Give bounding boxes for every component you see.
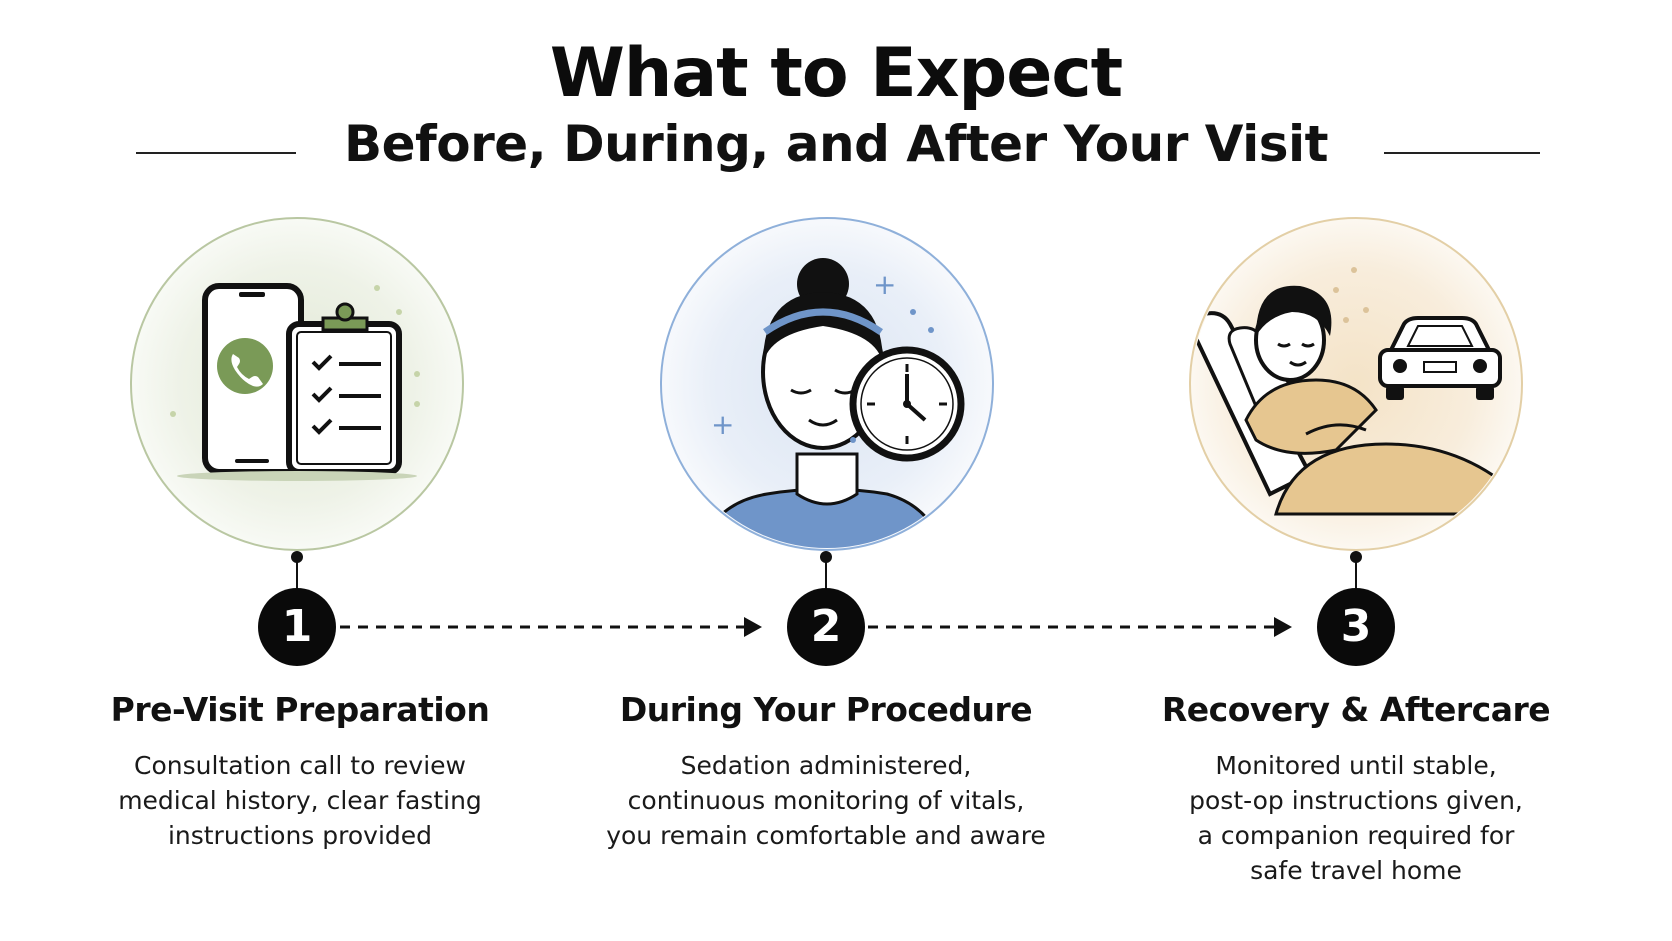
step-3-description-line: post-op instructions given,: [1189, 786, 1523, 815]
step-1-description-line: medical history, clear fasting: [118, 786, 482, 815]
step-3-illustration: [1186, 214, 1526, 564]
step-2-badge: 2: [787, 588, 865, 666]
step-3-description-line: Monitored until stable,: [1215, 751, 1497, 780]
step-2-title: During Your Procedure: [619, 690, 1033, 729]
divider-right: [1384, 152, 1540, 154]
step-2-description-line: continuous monitoring of vitals,: [627, 786, 1025, 815]
clock-icon: [849, 346, 965, 462]
step-1-description-line: instructions provided: [167, 821, 433, 850]
step-3-badge: 3: [1317, 588, 1395, 666]
step-1-description: Consultation call to review medical hist…: [40, 748, 560, 853]
step-1-description-line: Consultation call to review: [134, 751, 466, 780]
resting-patient-icon: [1192, 285, 1520, 516]
step-1-illustration: [127, 214, 467, 564]
divider-left: [136, 152, 296, 154]
clipboard-checklist-icon: [286, 302, 402, 475]
step-1-title: Pre-Visit Preparation: [110, 690, 490, 729]
page-subtitle: Before, During, and After Your Visit: [343, 115, 1329, 173]
svg-text:+: +: [711, 408, 734, 441]
step-2-illustration: + +: [657, 214, 997, 564]
arrowhead-2-to-3: [1274, 617, 1292, 637]
svg-text:+: +: [873, 268, 896, 301]
step-2-description-line: you remain comfortable and aware: [606, 821, 1046, 850]
step-3-title: Recovery & Aftercare: [1161, 690, 1551, 729]
arrowhead-1-to-2: [744, 617, 762, 637]
page-title: What to Expect: [549, 34, 1123, 113]
step-2-description-line: Sedation administered,: [680, 751, 972, 780]
step-3-description: Monitored until stable, post-op instruct…: [1096, 748, 1616, 888]
step-1-badge: 1: [258, 588, 336, 666]
step-3-description-line: safe travel home: [1250, 856, 1462, 885]
car-icon: [1378, 316, 1502, 400]
step-3-description-line: a companion required for: [1197, 821, 1515, 850]
step-2-description: Sedation administered, continuous monito…: [566, 748, 1086, 853]
